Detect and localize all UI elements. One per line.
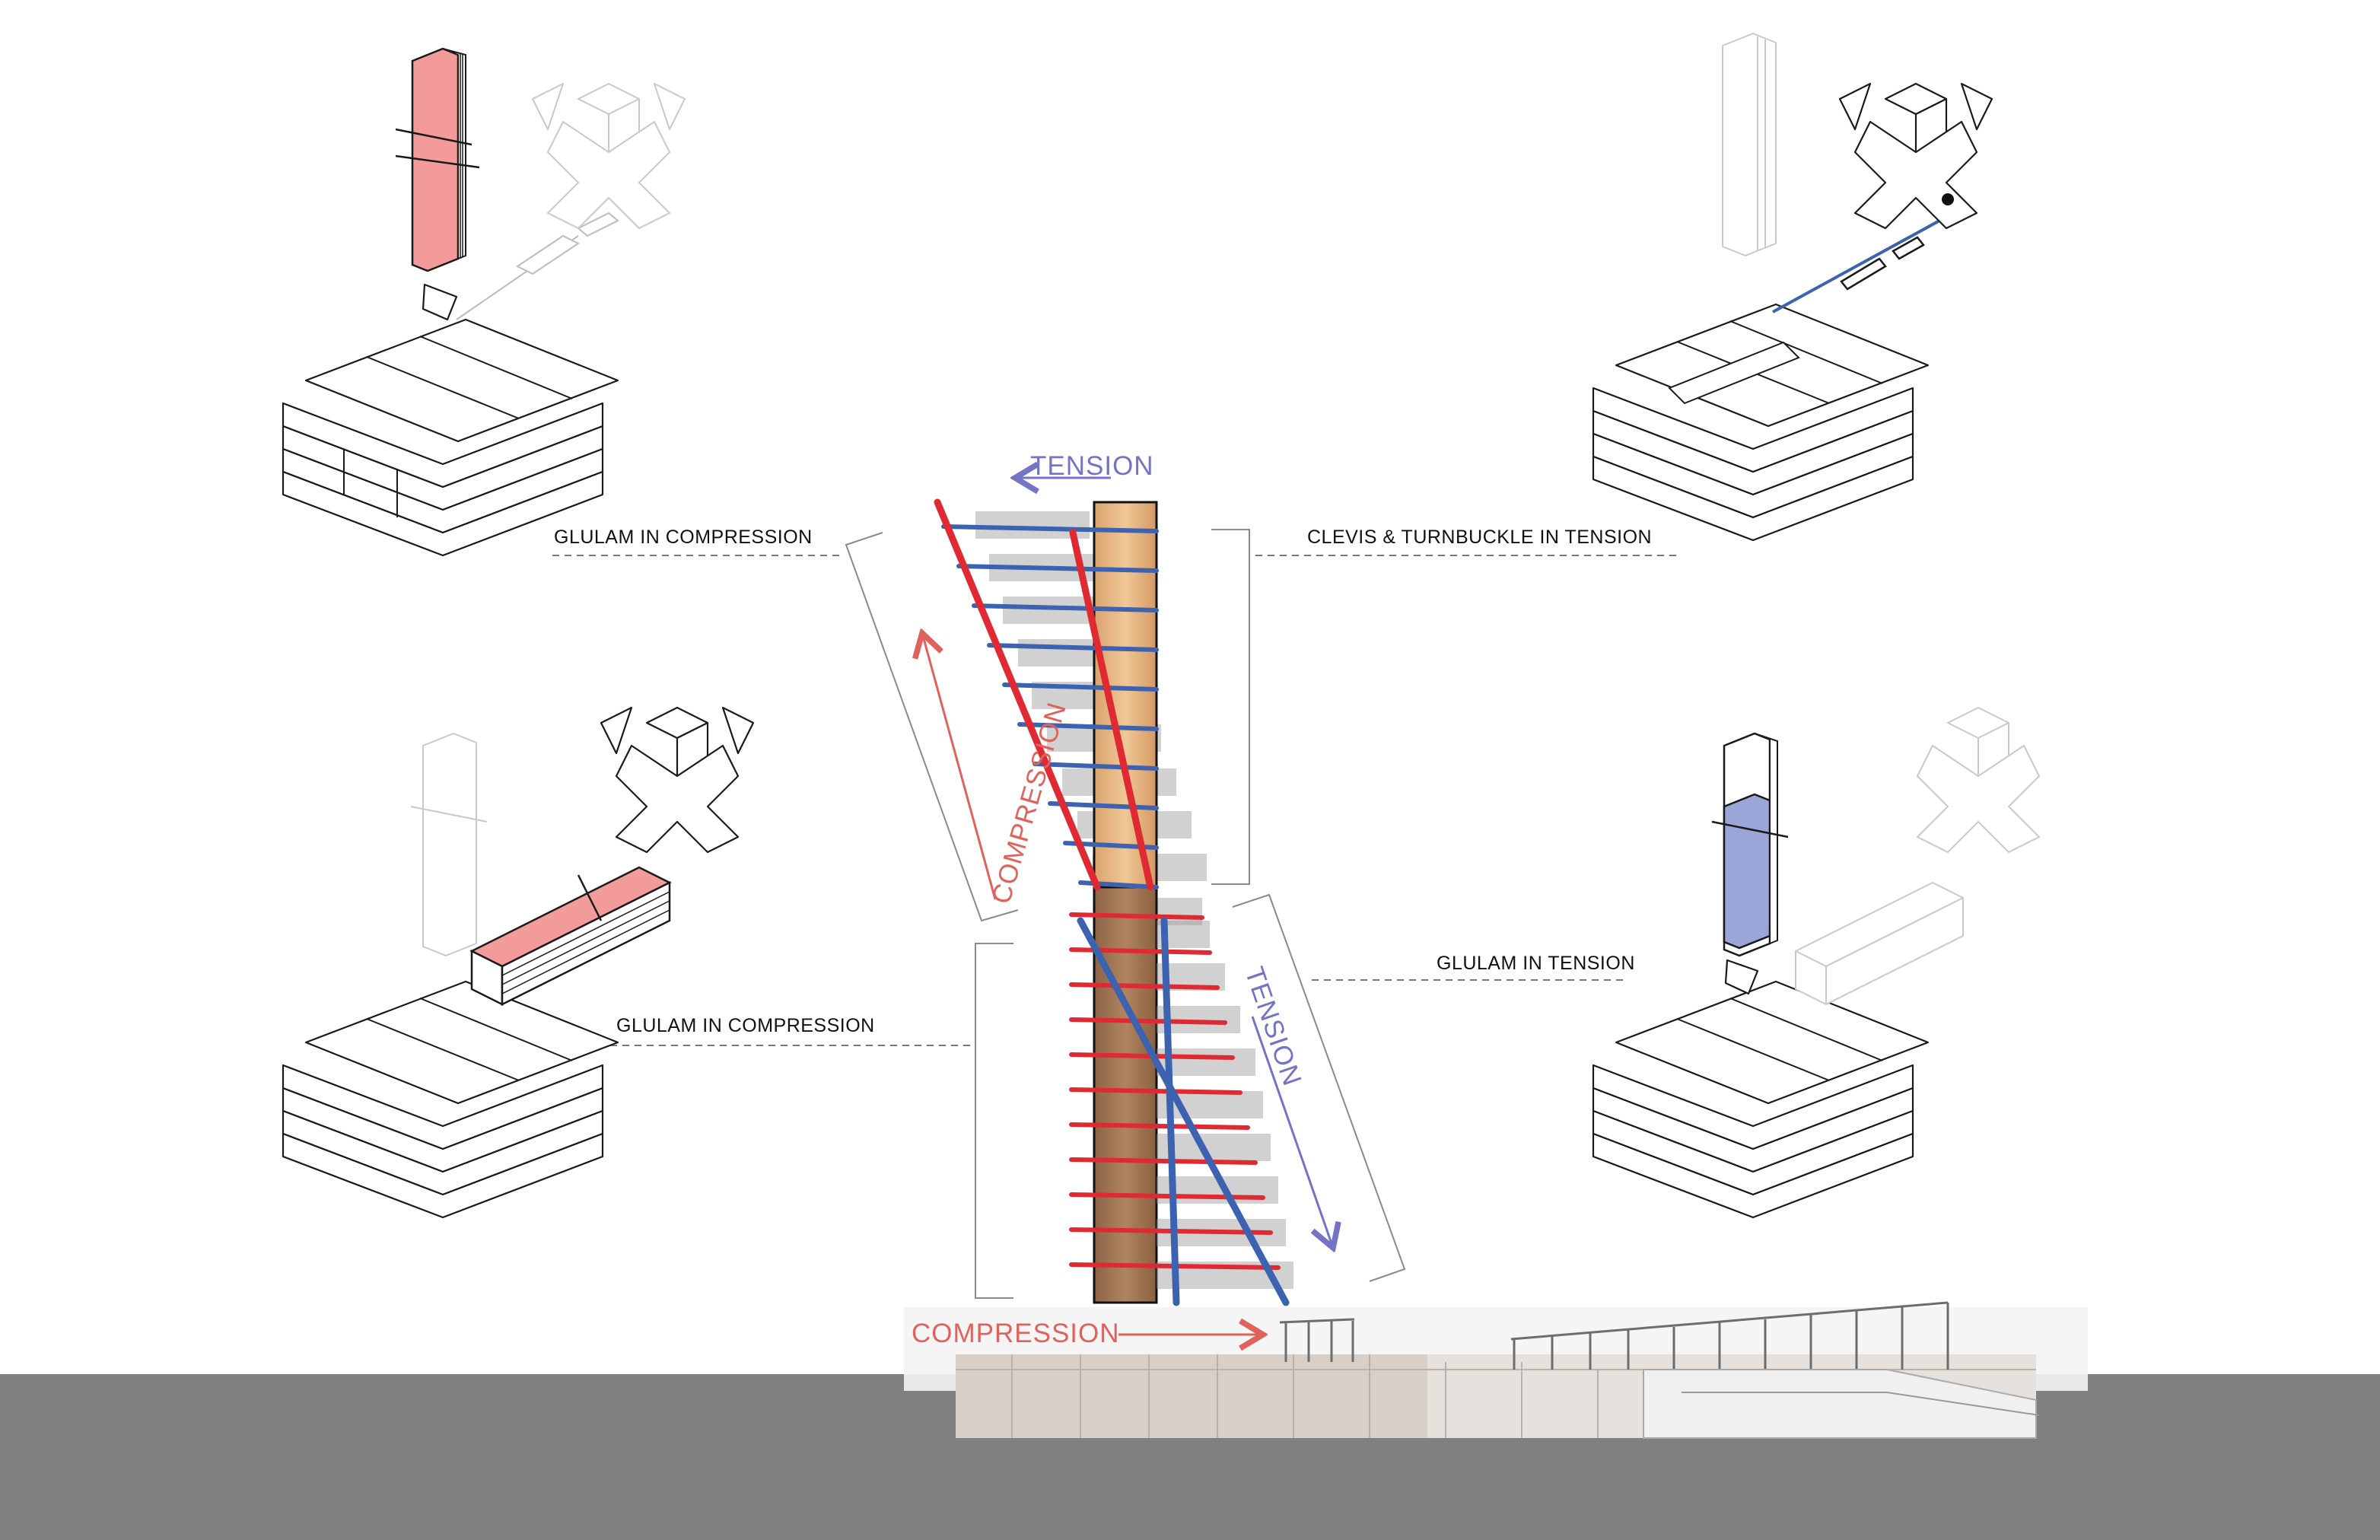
clevis-turnbuckle-tension-icon — [1592, 33, 1993, 542]
lower-floor-beam — [1069, 1157, 1258, 1165]
callout-top-right: CLEVIS & TURNBUCKLE IN TENSION — [1307, 527, 1652, 548]
upper-floor-beam — [987, 643, 1159, 652]
lower-floor-beam — [1069, 1017, 1227, 1025]
upper-floor-beam — [1032, 762, 1159, 771]
lower-floor-beam — [1069, 1192, 1265, 1200]
tower-elevation — [934, 498, 1293, 1306]
upper-floor-beam — [956, 564, 1159, 573]
lower-floor-beams — [1069, 912, 1281, 1270]
callout-bottom-right: GLULAM IN TENSION — [1437, 953, 1635, 974]
force-arrows — [922, 478, 1333, 1335]
tension-label-top: TENSION — [1030, 451, 1154, 481]
upper-floor-beam — [972, 603, 1159, 612]
lower-floor-beam — [1069, 912, 1204, 920]
lower-floor-beam — [1069, 982, 1220, 990]
lower-tension-diagonals — [1077, 917, 1290, 1306]
callout-brackets — [552, 529, 1682, 1299]
lower-floor-beam — [1069, 1122, 1250, 1130]
lower-floor-beam — [1069, 1087, 1242, 1095]
upper-floor-beam — [941, 524, 1159, 533]
glulam-beam-compression-icon — [282, 706, 755, 1219]
callout-top-left: GLULAM IN COMPRESSION — [554, 527, 813, 548]
glulam-column-tension-icon — [1592, 707, 2040, 1219]
upper-floor-beam — [1002, 682, 1159, 692]
compression-label-base: COMPRESSION — [912, 1319, 1120, 1348]
callout-bottom-left: GLULAM IN COMPRESSION — [616, 1015, 875, 1036]
upper-floor-beam — [1048, 801, 1159, 810]
upper-floor-beams — [941, 524, 1159, 889]
ground-section — [0, 1301, 2380, 1540]
glulam-column-compression-icon — [282, 47, 686, 557]
lower-floor-beam — [1069, 947, 1212, 955]
upper-compression-diagonals — [934, 498, 1154, 891]
upper-floor-beam — [1017, 722, 1159, 731]
